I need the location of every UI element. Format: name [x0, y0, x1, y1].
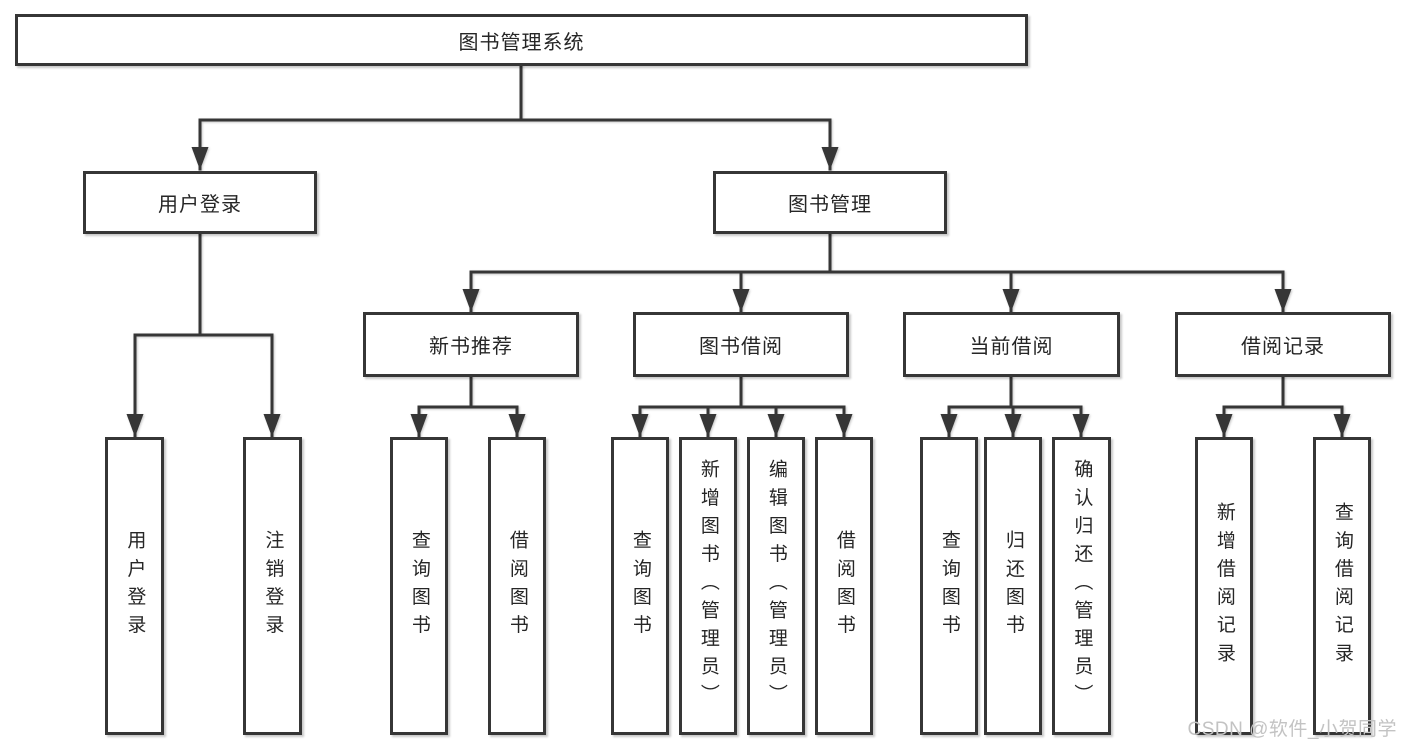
leaf-query-books-recommend: 查询图书: [390, 437, 448, 735]
leaf-query-books: 查询图书: [611, 437, 669, 735]
leaf-borrow-books-recommend: 借阅图书: [488, 437, 546, 735]
leaf-user-login: 用户登录: [105, 437, 164, 735]
node-label: 注销登录: [262, 529, 284, 643]
node-label: 当前借阅: [969, 336, 1054, 358]
node-library-management-system: 图书管理系统: [15, 14, 1028, 66]
leaf-query-books-current: 查询图书: [920, 437, 978, 735]
node-label: 新增图书（管理员）: [697, 459, 719, 713]
node-label: 查询图书: [938, 529, 960, 643]
node-label: 编辑图书（管理员）: [765, 459, 787, 713]
node-label: 新增借阅记录: [1213, 501, 1235, 671]
leaf-edit-books-admin: 编辑图书（管理员）: [747, 437, 805, 735]
leaf-add-borrow-record: 新增借阅记录: [1195, 437, 1253, 735]
csdn-watermark: CSDN @软件_小贺同学: [1187, 719, 1397, 740]
node-current-borrow: 当前借阅: [903, 312, 1120, 377]
node-label: 借阅图书: [506, 529, 528, 643]
node-user-login: 用户登录: [83, 171, 317, 234]
node-label: 新书推荐: [429, 336, 513, 358]
node-label: 图书借阅: [699, 336, 783, 358]
node-label: 借阅记录: [1241, 336, 1325, 358]
leaf-return-books: 归还图书: [984, 437, 1042, 735]
node-label: 用户登录: [158, 194, 242, 216]
leaf-confirm-return-admin: 确认归还（管理员）: [1052, 437, 1111, 735]
node-book-borrow: 图书借阅: [633, 312, 849, 377]
node-label: 图书管理系统: [458, 31, 585, 54]
node-borrow-records: 借阅记录: [1175, 312, 1391, 377]
leaf-query-borrow-record: 查询借阅记录: [1313, 437, 1371, 735]
leaf-logout: 注销登录: [243, 437, 302, 735]
leaf-add-books-admin: 新增图书（管理员）: [679, 437, 737, 735]
node-label: 确认归还（管理员）: [1071, 459, 1093, 713]
node-book-management: 图书管理: [713, 171, 947, 234]
node-label: 借阅图书: [833, 529, 855, 643]
node-label: 查询图书: [629, 529, 651, 643]
node-label: 查询借阅记录: [1331, 501, 1353, 671]
node-label: 查询图书: [408, 529, 430, 643]
leaf-borrow-books: 借阅图书: [815, 437, 873, 735]
node-new-book-recommend: 新书推荐: [363, 312, 579, 377]
node-label: 归还图书: [1002, 529, 1024, 643]
node-label: 图书管理: [788, 194, 872, 216]
node-label: 用户登录: [124, 529, 146, 643]
